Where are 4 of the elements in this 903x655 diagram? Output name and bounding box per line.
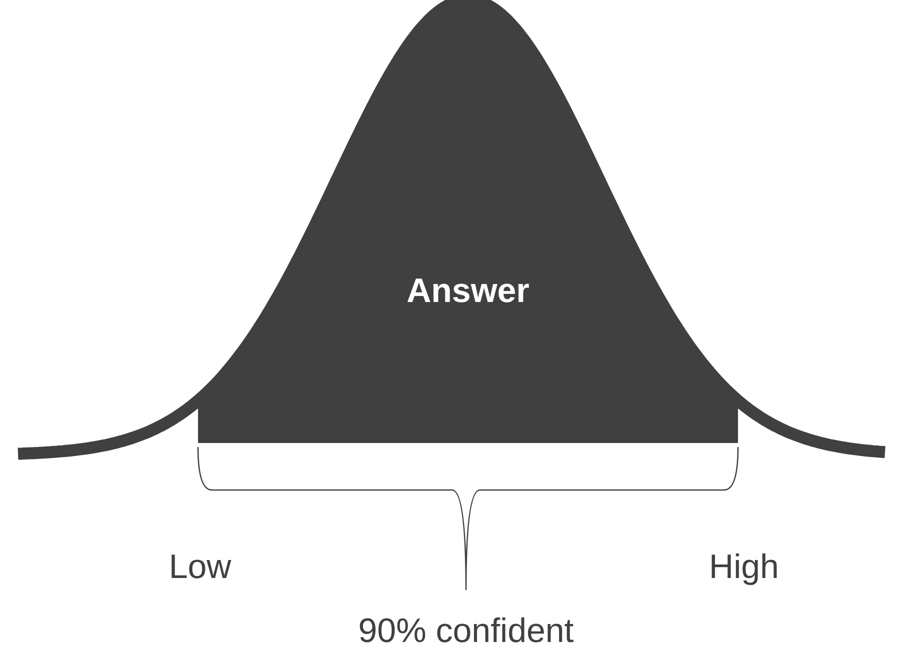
axis-label: Low — [168, 548, 232, 587]
axis-label: High — [709, 548, 779, 587]
range-caption: 90% confident — [358, 612, 574, 651]
area-label: Answer — [406, 272, 530, 311]
